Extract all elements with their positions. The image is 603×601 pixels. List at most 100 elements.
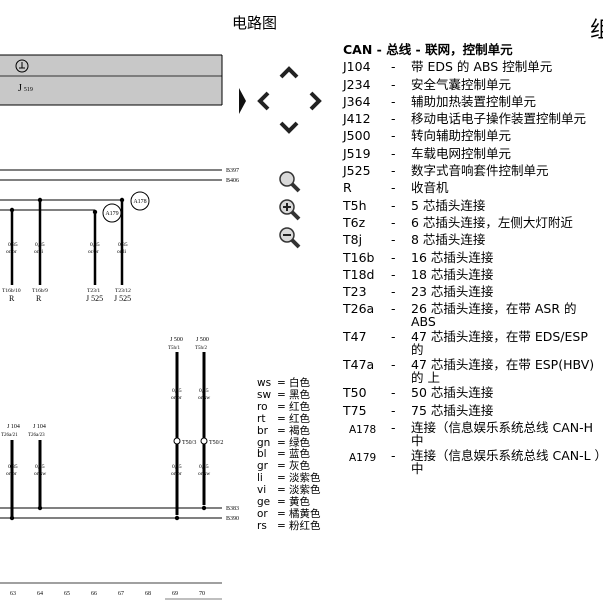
wire-labels-top: 0,35 or/br 0,35 or/li 0,35 or/br 0,35 or… [2, 242, 131, 294]
color-item: rt=红色 [257, 412, 310, 425]
legend-item: J412-移动电话电子操作装置控制单元 [343, 111, 587, 127]
svg-text:R: R [9, 294, 15, 303]
footer-numbers: 63 64 65 66 67 68 69 70 [10, 591, 205, 597]
svg-text:63: 63 [10, 591, 16, 597]
svg-text:0,35: 0,35 [199, 388, 209, 394]
svg-text:J 525: J 525 [114, 294, 131, 303]
svg-text:0,35: 0,35 [172, 464, 182, 470]
nav-down-button[interactable] [278, 120, 300, 136]
j104-labels: J 104 T26a/21 J 104 T26a/23 [1, 424, 46, 438]
page-edge-fragment: 组 [590, 18, 603, 43]
svg-text:or/li: or/li [34, 249, 44, 255]
wire-color-legend: ws=白色 sw=黑色 ro=红色 rt=红色 br=褐色 gn=绿色 bl=蓝… [257, 377, 321, 533]
t50-2-label: T50/2 [209, 440, 223, 446]
j500-labels: J 500 T5h/1 J 500 T5h/2 [168, 337, 209, 351]
nav-right-button[interactable] [308, 90, 324, 112]
svg-text:J 525: J 525 [86, 294, 103, 303]
legend-item: A179-连接（信息娱乐系统总线 CAN-L ）中 [349, 448, 601, 477]
splice-a179 [102, 203, 122, 223]
j104-wire-labels: 0,35 or/br 0,35 or/sw [6, 464, 46, 477]
bus-label-b406: B406 [226, 178, 239, 184]
color-item: ws=白色 [257, 377, 310, 389]
svg-text:T16b/9: T16b/9 [32, 288, 48, 294]
color-item: br=褐色 [257, 424, 310, 437]
legend-item: T50-50 芯插头连接 [343, 385, 494, 401]
color-item: sw=黑色 [257, 388, 310, 401]
nav-left-button[interactable] [255, 90, 271, 112]
legend-item: T6z-6 芯插头连接，左侧大灯附近 [343, 214, 573, 230]
legend-item: T75-75 芯插头连接 [343, 402, 494, 418]
svg-text:T23/12: T23/12 [115, 288, 131, 294]
svg-text:or/br: or/br [6, 249, 17, 255]
legend-item: T47-47 芯插头连接，在带 EDS/ESP 的 [343, 329, 588, 358]
svg-text:T16b/10: T16b/10 [2, 288, 21, 294]
page-title: 电路图 [232, 14, 278, 32]
svg-text:T5h/1: T5h/1 [168, 346, 180, 351]
svg-text:69: 69 [172, 591, 178, 597]
svg-text:0,35: 0,35 [8, 464, 18, 470]
svg-text:or/sw: or/sw [198, 395, 210, 401]
svg-text:T23/1: T23/1 [87, 288, 100, 294]
svg-text:T26a/23: T26a/23 [28, 433, 45, 438]
t50-3-label: T50/3 [182, 440, 196, 446]
bus-label-b390: B390 [226, 516, 239, 522]
color-item: vi=淡紫色 [257, 484, 321, 497]
legend-item: A178-连接（信息娱乐系统总线 CAN-H 中 [349, 420, 594, 449]
component-labels-top: R R J 525 J 525 [9, 294, 131, 303]
legend-item: T47a-47 芯插头连接，在带 ESP(HBV) 的 上 [343, 357, 595, 386]
color-item: gr=灰色 [257, 460, 310, 473]
ground-symbol-icon [15, 59, 29, 73]
nav-up-button[interactable] [278, 64, 300, 80]
zoom-out-button[interactable] [278, 226, 302, 250]
svg-text:0,35: 0,35 [90, 242, 100, 248]
zoom-fit-button[interactable] [278, 170, 302, 194]
chevron-right-icon [309, 91, 322, 111]
svg-text:T5h/2: T5h/2 [195, 346, 207, 351]
svg-text:or/li: or/li [117, 249, 127, 255]
svg-text:68: 68 [145, 591, 151, 597]
color-item: li=淡紫色 [257, 472, 321, 485]
legend-item: J519-车载电网控制单元 [343, 145, 512, 161]
chevron-up-icon [279, 66, 299, 79]
svg-text:A179: A179 [105, 211, 118, 217]
legend-item: J234-安全气囊控制单元 [343, 76, 512, 92]
svg-text:J 104: J 104 [33, 424, 46, 430]
color-item: or=橘黄色 [257, 507, 321, 520]
svg-text:65: 65 [64, 591, 70, 597]
legend-item: J104-带 EDS 的 ABS 控制单元 [343, 59, 553, 75]
zoom-out-icon [279, 227, 301, 249]
legend-item: T23-23 芯插头连接 [343, 284, 494, 300]
bus-label-b383: B383 [226, 506, 239, 512]
svg-text:R: R [36, 294, 42, 303]
legend-item: T16b-16 芯插头连接 [343, 249, 494, 265]
svg-text:J 500: J 500 [170, 337, 183, 343]
j500-wire-labels: 0,35 or/br 0,35 or/sw 0,35 or/br 0,35 or… [171, 388, 210, 477]
legend-item: R-收音机 [343, 180, 449, 196]
color-item: ge=黄色 [257, 496, 310, 509]
svg-text:0,35: 0,35 [199, 464, 209, 470]
legend-item: J364-辅助加热装置控制单元 [343, 93, 537, 109]
svg-text:or/br: or/br [88, 249, 99, 255]
triangle-right-icon [239, 88, 246, 114]
legend-item: T8j-8 芯插头连接 [343, 232, 486, 248]
current-page-marker [239, 88, 247, 114]
legend-item: T5h-5 芯插头连接 [343, 197, 486, 213]
svg-text:0,35: 0,35 [118, 242, 128, 248]
splice-a178 [130, 191, 150, 211]
component-legend: CAN - 总线 - 联网，控制单元 J104-带 EDS 的 ABS 控制单元… [343, 41, 603, 475]
legend-item: T26a-26 芯插头连接，在带 ASR 的 ABS [343, 301, 577, 330]
chevron-down-icon [279, 121, 299, 134]
color-item: gn=绿色 [257, 436, 310, 449]
bus-label-b397: B397 [226, 168, 239, 174]
zoom-in-button[interactable] [278, 198, 302, 222]
svg-text:or/br: or/br [171, 471, 182, 477]
svg-text:0,35: 0,35 [35, 242, 45, 248]
color-item: rs=粉红色 [257, 519, 321, 532]
legend-item: T18d-18 芯插头连接 [343, 266, 494, 282]
legend-item: J500-转向辅助控制单元 [343, 128, 512, 144]
color-item: ro=红色 [257, 400, 310, 413]
svg-text:A178: A178 [133, 199, 146, 205]
svg-text:or/br: or/br [171, 395, 182, 401]
